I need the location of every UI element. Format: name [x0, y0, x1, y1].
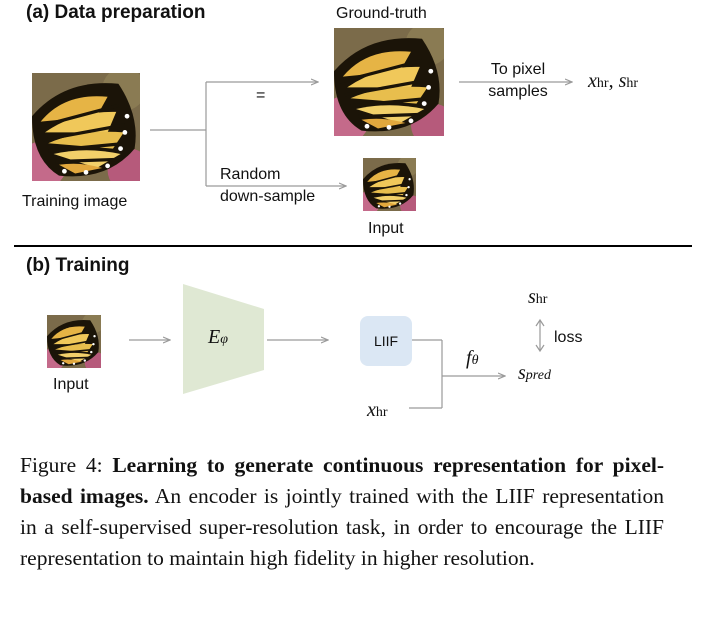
ground-truth-label: Ground-truth [336, 5, 427, 22]
input-label-a: Input [368, 220, 404, 237]
equals-sign: = [256, 87, 266, 104]
caption-bold: Learning to generate continuous represen… [20, 453, 664, 508]
xhr-input-symbol: xhr [367, 399, 388, 421]
to-pixel-label: To pixel [490, 61, 546, 78]
liif-box: LIIF [360, 316, 412, 366]
samples-label: samples [488, 83, 548, 100]
figure-caption: Figure 4: Learning to generate continuou… [20, 450, 664, 574]
caption-rest: An encoder is jointly trained with the L… [20, 484, 664, 570]
shr-target-symbol: shr [528, 286, 548, 308]
caption-prefix: Figure 4: [20, 453, 113, 477]
loss-label: loss [554, 329, 583, 346]
input-label-b: Input [53, 376, 89, 393]
xhr-shr-output: xhr, shr [588, 70, 639, 92]
down-sample-label: down-sample [220, 188, 316, 205]
section-b-title: (b) Training [26, 255, 130, 276]
encoder-symbol: Eφ [208, 326, 228, 348]
training-image-label: Training image [22, 193, 128, 210]
section-a-connectors [150, 0, 706, 250]
section-a-title: (a) Data preparation [26, 2, 206, 23]
section-b-diagram [129, 284, 545, 409]
f-theta-symbol: fθ [466, 347, 479, 369]
spred-symbol: spred [518, 362, 551, 384]
section-divider [14, 245, 692, 247]
encoder-trapezoid [183, 284, 264, 394]
random-label: Random [220, 166, 281, 183]
